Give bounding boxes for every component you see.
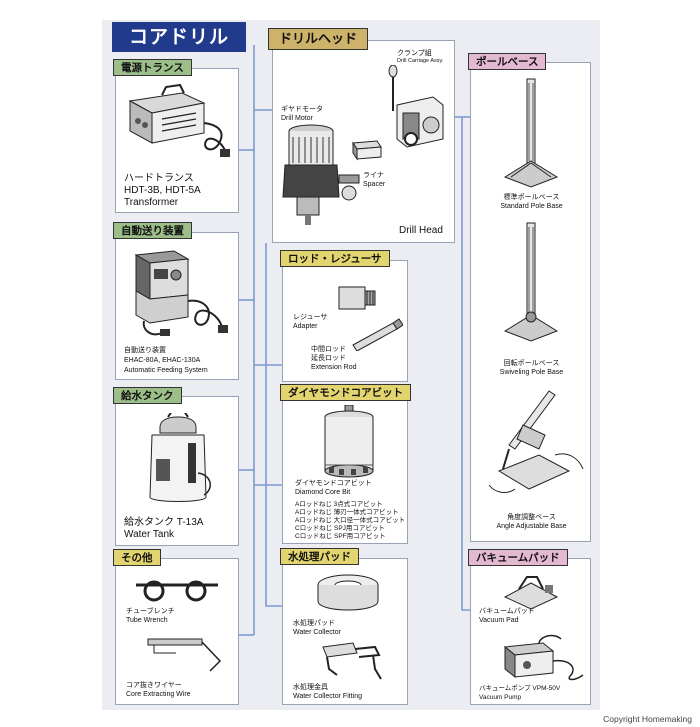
page-title: コアドリル [112, 22, 246, 52]
copyright-text: Copyright Homemaking [603, 714, 692, 724]
std-pole-name-en: Standard Pole Base [500, 203, 563, 210]
wrench-name-ja: チューブレンチ [126, 608, 175, 615]
bit-type-item: Cロッドねじ SPJ用コアビット [295, 525, 385, 532]
bit-type-item: Aロッドねじ 大口径一体式コアビット [295, 517, 406, 524]
connector-right-trunk [461, 117, 470, 611]
panel-bit: ダイヤモンドコアビット Diamond Core Bit Aロッドねじ 3点式コ… [282, 394, 408, 544]
tag-feeder: 自動送り装置 [113, 222, 192, 239]
vacuum-pump-name-ja: バキュームポンプ VPM-50V [479, 685, 561, 692]
tube-wrench-icon [136, 580, 218, 602]
drill-head-caption: Drill Head [399, 225, 443, 236]
panel-others: チューブレンチ Tube Wrench コア抜きワイヤー Core Extrac… [115, 558, 239, 705]
tank-name-ja: 給水タンク T-13A [124, 517, 204, 528]
tag-water: 水処理パッド [280, 548, 359, 565]
standard-pole-illustration [503, 78, 559, 188]
tag-others: その他 [113, 549, 161, 566]
transformer-models: HDT-3B, HDT-5A [124, 185, 201, 196]
transformer-illustration [128, 83, 230, 157]
panel-drill-head: クランプ組 Drill Carriage Assy. ギヤドモータ Drill … [272, 40, 455, 243]
swivel-pole-name-ja: 回転ポールベース [503, 360, 560, 367]
extension-rod-illustration [352, 318, 403, 351]
tag-tank: 給水タンク [113, 387, 182, 404]
swivel-pole-illustration [503, 222, 559, 342]
panel-tank: 給水タンク T-13A Water Tank [115, 396, 239, 546]
panel-transformer: ハードトランス HDT-3B, HDT-5A Transformer [115, 68, 239, 213]
vacuum-pad-name-en: Vacuum Pad [479, 617, 519, 624]
spacer-illustration [352, 140, 382, 161]
tag-rod: ロッド・レジューサ [280, 250, 390, 267]
core-bit-illustration [324, 405, 374, 478]
bit-type-list: Aロッドねじ 3点式コアビット Aロッドねじ 薄刃一体式コアビット Aロッドねじ… [295, 501, 405, 541]
wrench-name-en: Tube Wrench [126, 617, 168, 624]
tag-vacuum: バキュームパッド [468, 549, 568, 566]
tag-pole: ポールベース [468, 53, 547, 70]
angle-base-name-en: Angle Adjustable Base [496, 523, 567, 530]
tag-transformer: 電源トランス [113, 59, 192, 76]
rod-name-en: Extension Rod [311, 364, 357, 371]
motor-name-ja: ギヤドモータ [281, 106, 323, 113]
motor-name-en: Drill Motor [281, 115, 313, 122]
panel-vacuum: バキュームパッド Vacuum Pad バキュームポンプ VPM-50V Vac… [470, 558, 591, 705]
feeder-name-ja: 自動送り装置 [124, 347, 166, 354]
vacuum-pump-illustration [503, 634, 584, 681]
spacer-name-ja: ライナ [363, 172, 384, 179]
bit-type-item: Aロッドねじ 薄刃一体式コアビット [295, 509, 399, 516]
std-pole-name-ja: 標準ポールベース [503, 194, 560, 201]
panel-pole: 標準ポールベース Standard Pole Base 回転ポールベース Swi… [470, 62, 591, 542]
transformer-name-en: Transformer [124, 197, 179, 208]
drill-carriage-illustration [388, 65, 444, 148]
panel-rod: レジューサ Adapter 中間ロッド 延長ロッド Extension Rod [282, 260, 408, 382]
collector-name-en: Water Collector [293, 629, 341, 636]
angle-base-name-ja: 角度調整ベース [507, 514, 556, 521]
rod-name-ja1: 中間ロッド [311, 346, 346, 353]
water-collector-illustration [317, 574, 379, 611]
rod-name-ja2: 延長ロッド [311, 355, 346, 362]
panel-water: 水処理パッド Water Collector 水処理金具 Water Colle… [282, 558, 408, 705]
feeder-illustration [134, 250, 228, 336]
clamp-name-en: Drill Carriage Assy. [397, 58, 444, 64]
spacer-name-en: Spacer [363, 181, 386, 188]
bit-type-item: Cロッドねじ SPF用コアビット [295, 533, 386, 540]
feeder-name-en: Automatic Feeding System [124, 367, 208, 374]
collector-name-ja: 水処理パッド [293, 620, 335, 627]
vacuum-pad-name-ja: バキュームパッド [479, 608, 535, 615]
tank-name-en: Water Tank [124, 529, 175, 540]
water-fitting-illustration [322, 642, 382, 680]
feeder-models: EHAC-80A, EHAC-130A [124, 357, 201, 364]
bit-name-ja: ダイヤモンドコアビット [295, 480, 372, 487]
fitting-name-ja: 水処理金具 [293, 684, 328, 691]
transformer-name-ja: ハードトランス [124, 173, 194, 184]
core-wire-icon [147, 638, 222, 672]
vacuum-pad-illustration [503, 576, 559, 610]
vacuum-pump-name-en: Vacuum Pump [479, 694, 522, 701]
adapter-name-ja: レジューサ [293, 314, 328, 321]
drill-motor-illustration [282, 124, 360, 225]
adapter-illustration [338, 286, 376, 310]
bit-type-item: Aロッドねじ 3点式コアビット [295, 501, 383, 508]
clamp-name-ja: クランプ組 [397, 50, 432, 57]
panel-feeder: 自動送り装置 EHAC-80A, EHAC-130A Automatic Fee… [115, 232, 239, 380]
bit-name-en: Diamond Core Bit [295, 489, 351, 496]
connector-center-water [265, 243, 282, 607]
angle-base-illustration [488, 390, 584, 493]
tank-illustration [149, 413, 211, 502]
wire-name-ja: コア抜きワイヤー [126, 682, 182, 689]
adapter-name-en: Adapter [293, 323, 318, 330]
tag-bit: ダイヤモンドコアビット [280, 384, 412, 401]
fitting-name-en: Water Collector Fitting [293, 693, 362, 700]
wire-name-en: Core Extracting Wire [126, 691, 191, 698]
tag-drill-head: ドリルヘッド [268, 28, 369, 50]
swivel-pole-name-en: Swiveling Pole Base [499, 369, 564, 376]
